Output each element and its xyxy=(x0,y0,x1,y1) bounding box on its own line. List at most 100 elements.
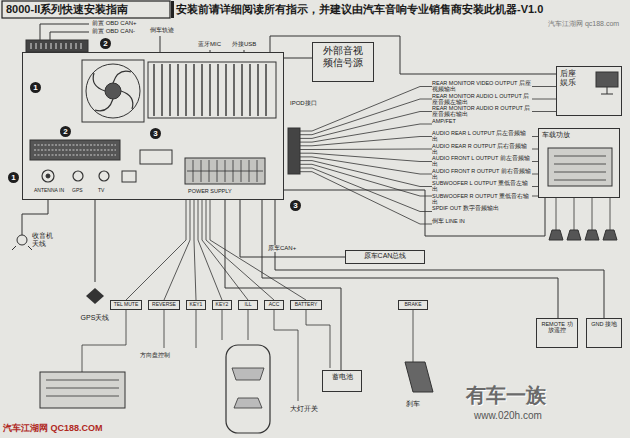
gps-antenna-symbol xyxy=(86,288,104,304)
signal-label: REAR MONITOR AUDIO L OUTPUT 后座音频左输出 xyxy=(432,93,532,105)
signal-label: AUDIO FRONT L OUTPUT 前左音频输出 xyxy=(432,155,532,167)
wire-connector xyxy=(284,58,312,59)
amplifier-fins xyxy=(554,156,606,180)
node-text: 蓄电池 xyxy=(326,373,358,381)
signal-label: 收音机天线 xyxy=(32,232,56,247)
socket-pin xyxy=(46,174,50,178)
wire-label: TEL MUTE xyxy=(110,300,142,310)
callout-number: 2 xyxy=(100,38,111,49)
watermark: 汽车江湖网 QC188.COM xyxy=(3,424,103,434)
small-connector xyxy=(140,150,172,164)
signal-label: 蓝牙MIC xyxy=(198,41,221,48)
top-plug xyxy=(26,40,88,52)
connector-pins xyxy=(34,145,116,155)
signal-label: 外接USB xyxy=(232,41,256,48)
signal-label: AMP/FET xyxy=(432,118,532,124)
signal-label: 倒车 LINE IN xyxy=(432,218,532,224)
node-text: GPS天线 xyxy=(70,314,120,322)
battery-box: 蓄电池 xyxy=(322,370,362,392)
wire-label: KEY1 xyxy=(186,300,206,310)
signal-label: 前置 OBD CAN+ xyxy=(92,20,137,27)
node-text: POWER SUPPLY xyxy=(188,188,232,194)
wire-label: BRAKE xyxy=(398,300,428,310)
node-text: REMOTE 功放遥控 xyxy=(540,321,574,334)
node-text: GND 接地 xyxy=(590,321,618,327)
signal-label: 倒车轨迹 xyxy=(150,27,174,34)
wire-connector xyxy=(275,200,604,318)
antenna-symbol xyxy=(17,235,27,245)
signal-label: IPOD接口 xyxy=(290,100,317,107)
signal-label: AUDIO REAR L OUTPUT 后左音频输出 xyxy=(432,130,532,142)
node-text: 原车CAN总线 xyxy=(349,252,421,260)
bottom-devices xyxy=(40,345,433,433)
title-bar xyxy=(171,1,174,18)
harness-wires xyxy=(126,200,306,300)
signal-label: 刹车 xyxy=(406,400,420,408)
plug-pins xyxy=(31,43,81,49)
speakers xyxy=(549,198,617,240)
title-frame xyxy=(2,1,170,18)
tv-socket xyxy=(99,171,109,181)
signal-label: REAR MONITOR VIDEO OUTPUT 后座视频输出 xyxy=(432,80,532,92)
speaker-wires xyxy=(556,198,610,230)
wire-label: BATTERY xyxy=(290,300,322,310)
signal-label: GPS xyxy=(72,188,83,194)
wire-connector xyxy=(240,200,345,257)
head-unit-drawing xyxy=(26,24,300,184)
power-connector xyxy=(185,158,265,184)
signal-label: REAR MONITOR AUDIO R OUTPUT 后座音频右输出 xyxy=(432,105,532,117)
harness-wires xyxy=(82,308,413,401)
can-bus-box: 原车CAN总线 xyxy=(345,250,425,264)
harness-wires xyxy=(300,87,432,225)
signal-label: 原车CAN+ xyxy=(268,245,296,252)
monitor-screen xyxy=(596,72,618,87)
wire-connector xyxy=(95,200,96,282)
remote-box: REMOTE 功放遥控 xyxy=(536,318,578,348)
heatsink xyxy=(148,62,276,118)
monitor-stand xyxy=(601,87,613,94)
monitor-box: 后座娱乐 xyxy=(556,66,622,116)
wire-label: ILL xyxy=(238,300,258,310)
watermark: www.020h.com xyxy=(474,410,542,421)
wire-connector xyxy=(284,190,545,236)
wire-connector xyxy=(262,200,558,318)
ground-box: GND 接地 xyxy=(586,318,622,348)
signal-label: SPDIF OUT 数字音频输出 xyxy=(432,205,532,211)
signal-label: 前置 OBD CAN- xyxy=(92,28,135,35)
signal-label: ANTENNA IN xyxy=(34,188,64,194)
fan-blades xyxy=(93,71,133,111)
fan xyxy=(86,64,140,118)
antenna-socket xyxy=(42,170,54,182)
signal-label: AUDIO REAR R OUTPUT 后右音频输出 xyxy=(432,143,532,155)
device-stripes xyxy=(46,380,119,396)
watermark: 有车一族 xyxy=(466,384,546,406)
watermark: 汽车江湖网 qc188.com xyxy=(548,20,619,28)
fan-hub xyxy=(105,83,121,99)
signal-label: SUBWOOFER R OUTPUT 重低音右输出 xyxy=(432,193,532,205)
signal-label: TV xyxy=(98,188,104,194)
node-text: 车载功放 xyxy=(542,131,616,139)
wire-connector xyxy=(225,200,341,370)
wire-label: REVERSE xyxy=(148,300,180,310)
callout-number: 3 xyxy=(290,200,301,211)
speaker xyxy=(603,230,617,240)
callout-number: 1 xyxy=(8,172,19,183)
node-text: 后座娱乐 xyxy=(560,69,578,87)
speaker xyxy=(567,230,581,240)
device-box xyxy=(40,372,125,408)
power-pins xyxy=(187,160,263,182)
car-outline xyxy=(226,345,270,433)
signal-label: 方向盘控制 xyxy=(140,352,170,359)
wire-label: KEY2 xyxy=(212,300,232,310)
pedal xyxy=(405,362,433,392)
antenna-wire xyxy=(22,200,48,235)
rear-monitor xyxy=(596,72,618,94)
callout-number: 1 xyxy=(30,82,41,93)
fan-housing xyxy=(82,60,144,122)
amplifier-drawing xyxy=(548,148,612,186)
signal-label: SUBWOOFER L OUTPUT 重低音左输出 xyxy=(432,180,532,192)
callout-number: 2 xyxy=(60,126,71,137)
header-frame xyxy=(2,1,173,18)
